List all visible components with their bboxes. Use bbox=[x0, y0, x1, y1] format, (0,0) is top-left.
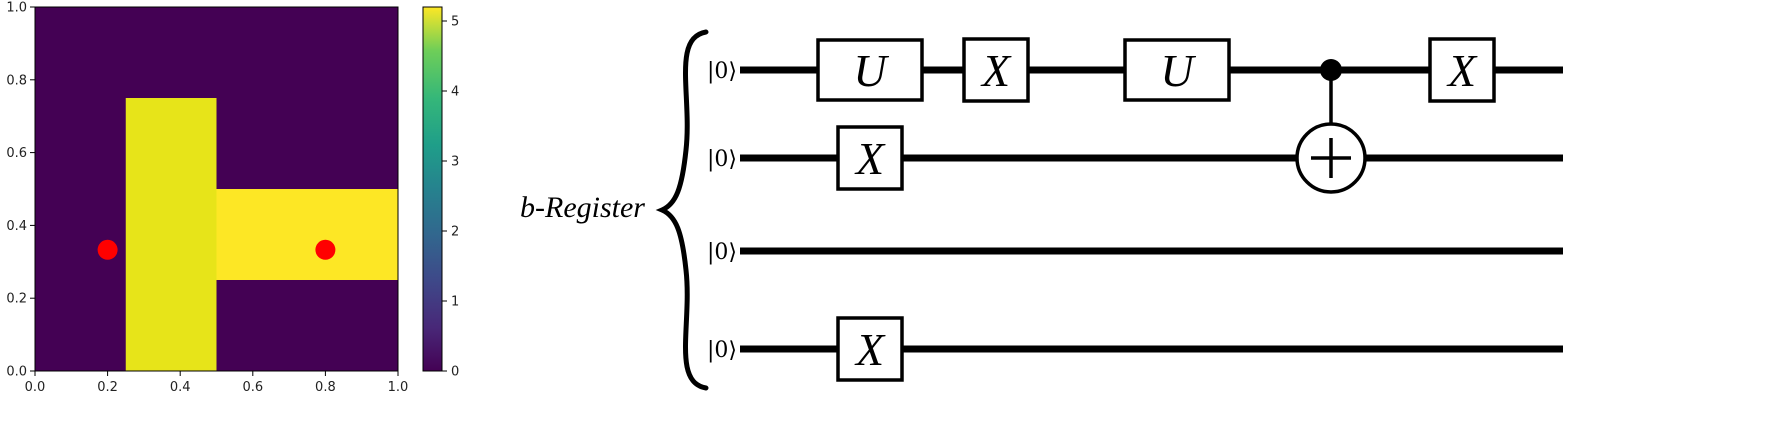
colorbar-tick-label: 3 bbox=[451, 155, 459, 170]
heatmap-plot: 0.0 0.2 0.4 0.6 0.8 1.0 0.0 0.2 0.4 0.6 0.8 1.0 bbox=[6, 1, 408, 396]
y-axis: 0.0 0.2 0.4 0.6 0.8 1.0 bbox=[6, 1, 35, 380]
gate-box-x bbox=[962, 37, 1030, 103]
ket-label: |0⟩ bbox=[707, 59, 737, 84]
gate-box-u bbox=[816, 38, 924, 102]
y-tick-label: 0.4 bbox=[6, 219, 27, 234]
ket-label: |0⟩ bbox=[707, 147, 737, 172]
colorbar-gradient bbox=[422, 6, 443, 372]
colorbar-tick-label: 1 bbox=[451, 295, 459, 310]
ket-labels: |0⟩ |0⟩ |0⟩ |0⟩ bbox=[707, 59, 737, 363]
gate-box-u bbox=[1123, 38, 1231, 102]
data-point bbox=[315, 239, 336, 260]
colorbar-tick-label: 5 bbox=[451, 15, 459, 30]
x-tick-label: 0.4 bbox=[170, 380, 191, 395]
x-tick-label: 1.0 bbox=[388, 380, 409, 395]
gate-label: X bbox=[1446, 45, 1478, 96]
heatmap-region bbox=[216, 189, 398, 280]
heatmap-points bbox=[97, 239, 336, 260]
x-axis: 0.0 0.2 0.4 0.6 0.8 1.0 bbox=[25, 371, 409, 395]
gate-box-x bbox=[836, 316, 904, 382]
gate-label: X bbox=[854, 324, 886, 375]
x-tick-label: 0.2 bbox=[97, 380, 118, 395]
y-tick-label: 0.6 bbox=[6, 146, 27, 161]
plot-frame bbox=[34, 6, 399, 372]
y-tick-label: 1.0 bbox=[6, 1, 27, 16]
ket-label: |0⟩ bbox=[707, 240, 737, 265]
cnot-control-dot bbox=[1320, 59, 1342, 81]
register-label: b-Register bbox=[520, 191, 645, 224]
gate-label: U bbox=[1160, 45, 1196, 96]
y-tick-label: 0.8 bbox=[6, 73, 27, 88]
x-tick-label: 0.0 bbox=[25, 380, 46, 395]
colorbar-tick-label: 0 bbox=[451, 365, 459, 380]
y-tick-label: 0.0 bbox=[6, 365, 27, 380]
gate-box-x bbox=[836, 125, 904, 191]
data-point bbox=[97, 239, 118, 260]
heatmap-regions bbox=[125, 98, 398, 371]
gate-label: X bbox=[980, 45, 1012, 96]
x-tick-label: 0.6 bbox=[242, 380, 263, 395]
gate-label: X bbox=[854, 133, 886, 184]
colorbar-tick-label: 4 bbox=[451, 85, 459, 100]
gate-box-x bbox=[1428, 37, 1496, 103]
x-tick-label: 0.8 bbox=[315, 380, 336, 395]
cnot-gate bbox=[1295, 59, 1367, 194]
colorbar-ticks: 0 1 2 3 4 5 bbox=[442, 15, 459, 380]
ket-label: |0⟩ bbox=[707, 338, 737, 363]
gate-label: U bbox=[853, 45, 889, 96]
wires bbox=[740, 66, 1563, 353]
colorbar-tick-label: 2 bbox=[451, 225, 459, 240]
heatmap-region bbox=[125, 98, 217, 371]
colorbar: 0 1 2 3 4 5 bbox=[422, 6, 459, 380]
register-brace bbox=[655, 29, 709, 391]
y-tick-label: 0.2 bbox=[6, 292, 27, 307]
